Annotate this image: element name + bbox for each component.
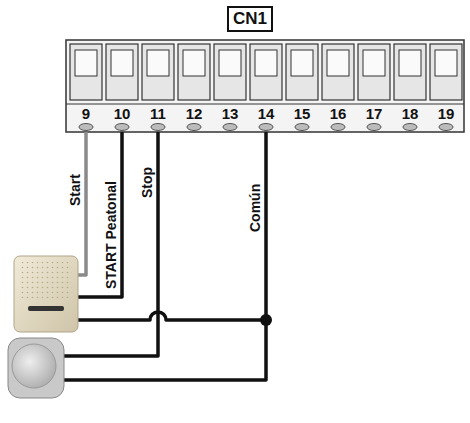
terminal-hole bbox=[151, 124, 165, 131]
terminal-hole bbox=[439, 124, 453, 131]
terminal-cell bbox=[286, 44, 318, 100]
terminal-hole bbox=[259, 124, 273, 131]
terminal-hole bbox=[367, 124, 381, 131]
pin-number: 15 bbox=[284, 105, 320, 123]
pin-number: 17 bbox=[356, 105, 392, 123]
comun-wire bbox=[60, 132, 266, 380]
pin-number: 12 bbox=[176, 105, 212, 123]
signal-name: Stop bbox=[139, 167, 155, 198]
terminal-hole bbox=[187, 124, 201, 131]
terminal-screw-box bbox=[75, 50, 97, 76]
signal-name: Start bbox=[67, 174, 83, 206]
pin-number: 18 bbox=[392, 105, 428, 123]
terminal-cell bbox=[70, 44, 102, 100]
terminal-hole bbox=[223, 124, 237, 131]
start-peatonal-wire bbox=[76, 132, 122, 297]
pin-number: 14 bbox=[248, 105, 284, 123]
terminal-screw-box bbox=[111, 50, 133, 76]
terminal-screw-box bbox=[219, 50, 241, 76]
pin-number: 19 bbox=[428, 105, 464, 123]
terminal-cell bbox=[358, 44, 390, 100]
keypad-device bbox=[14, 256, 78, 332]
terminal-hole bbox=[403, 124, 417, 131]
junction-dot bbox=[260, 314, 272, 326]
terminal-block bbox=[66, 40, 464, 132]
terminal-screw-box bbox=[327, 50, 349, 76]
terminal-screw-box bbox=[183, 50, 205, 76]
terminal-screw-box bbox=[363, 50, 385, 76]
terminal-screw-box bbox=[399, 50, 421, 76]
terminal-cell bbox=[142, 44, 174, 100]
terminal-cell bbox=[250, 44, 282, 100]
terminal-hole bbox=[295, 124, 309, 131]
terminal-hole bbox=[115, 124, 129, 131]
terminal-screw-box bbox=[291, 50, 313, 76]
terminal-cell bbox=[394, 44, 426, 100]
terminal-screw-box bbox=[147, 50, 169, 76]
terminal-cell bbox=[322, 44, 354, 100]
pin-number: 13 bbox=[212, 105, 248, 123]
pin-number: 11 bbox=[140, 105, 176, 123]
connector-label-box: CN1 bbox=[227, 6, 273, 32]
pin-number: 16 bbox=[320, 105, 356, 123]
terminal-screw-box bbox=[255, 50, 277, 76]
signal-name: Común bbox=[247, 184, 263, 232]
push-button-device bbox=[8, 338, 64, 398]
terminal-hole bbox=[331, 124, 345, 131]
signal-name: START Peatonal bbox=[103, 181, 119, 289]
terminal-cell bbox=[214, 44, 246, 100]
terminal-screw-box bbox=[435, 50, 457, 76]
terminal-cell bbox=[106, 44, 138, 100]
pin-number: 9 bbox=[68, 105, 104, 123]
terminal-hole bbox=[79, 124, 93, 131]
keypad-common-wire bbox=[76, 312, 266, 320]
terminal-cell bbox=[430, 44, 462, 100]
terminal-cell bbox=[178, 44, 210, 100]
connector-name: CN1 bbox=[233, 9, 267, 28]
pin-number: 10 bbox=[104, 105, 140, 123]
